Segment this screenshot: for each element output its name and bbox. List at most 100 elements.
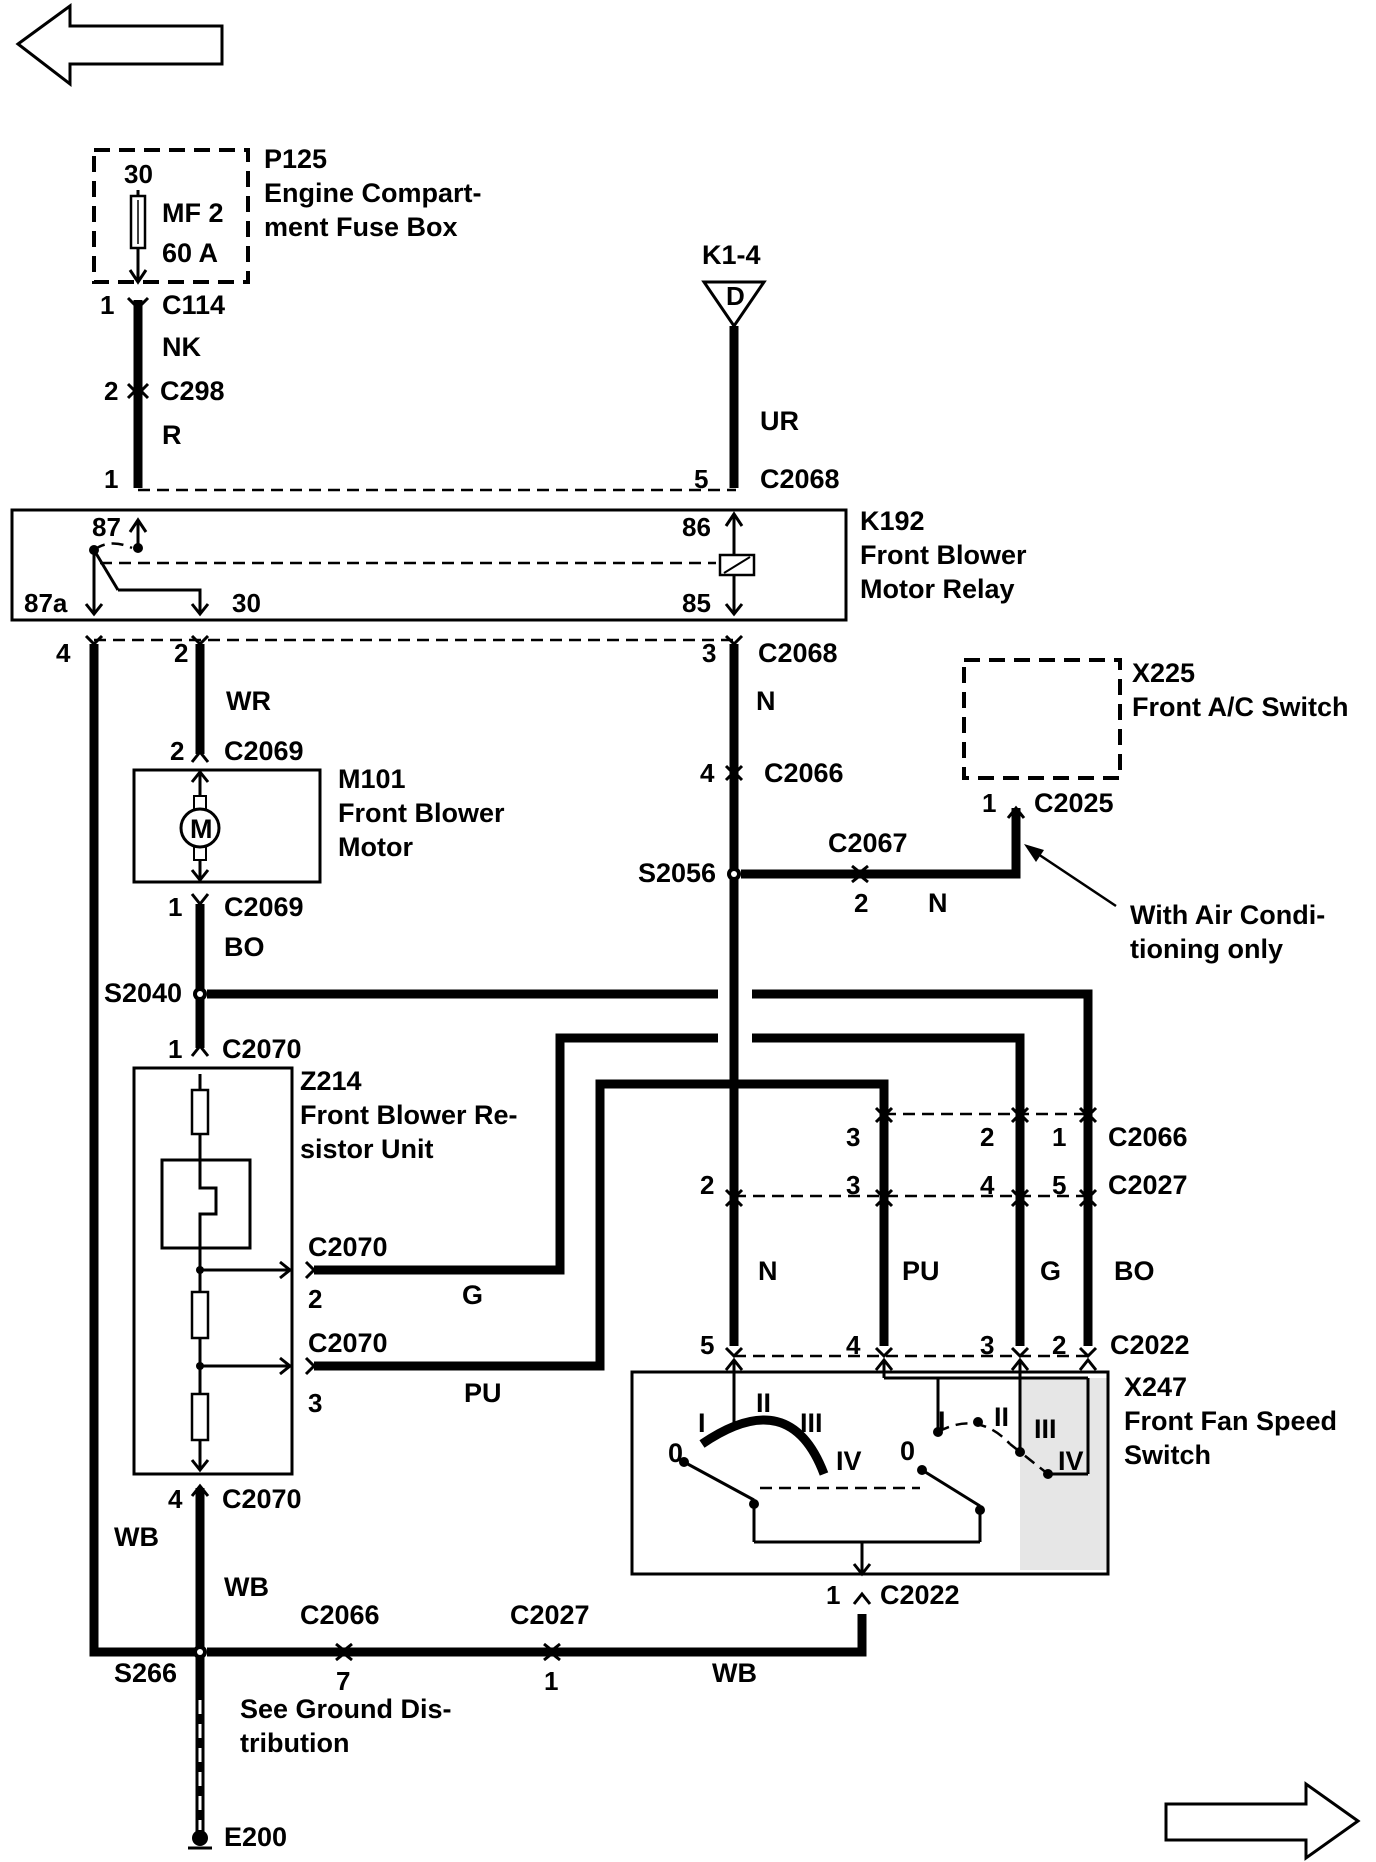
pin-c2027-5: 5 xyxy=(1052,1170,1066,1200)
pin-c2022-2: 2 xyxy=(1052,1330,1066,1360)
connector-c2068-bottom: C2068 xyxy=(758,638,838,668)
connector-c114: C114 xyxy=(162,290,225,320)
resistor-name-1: Front Blower Re- xyxy=(300,1100,518,1130)
wire-label-n-top: N xyxy=(756,686,776,716)
fan-pos-3-left: III xyxy=(800,1408,823,1438)
pin-c2068-4: 4 xyxy=(56,638,71,668)
wire-wb-center xyxy=(190,1483,210,1834)
ground-note-1: See Ground Dis- xyxy=(240,1694,452,1724)
connector-c2070-bottom: C2070 xyxy=(222,1484,302,1514)
wire-wb-bottom xyxy=(207,1591,872,1662)
connector-c2069-bottom: C2069 xyxy=(224,892,304,922)
relay-terminal-86: 86 xyxy=(682,512,711,542)
fuse-box-p125 xyxy=(92,148,250,285)
ground-note-2: tribution xyxy=(240,1728,349,1758)
wire-n-main xyxy=(724,634,744,1346)
connector-rows xyxy=(724,1106,1098,1359)
connector-c2069-top: C2069 xyxy=(224,736,304,766)
ac-note-1: With Air Condi- xyxy=(1130,900,1325,930)
resistor-name-2: sistor Unit xyxy=(300,1134,434,1164)
connector-c2025: C2025 xyxy=(1034,788,1114,818)
relay-k192 xyxy=(10,508,848,622)
connector-c2022-bottom: C2022 xyxy=(880,1580,960,1610)
fan-pos-2-left: II xyxy=(756,1388,771,1418)
fuse-box-name-2: ment Fuse Box xyxy=(264,212,458,242)
wire-label-g-vert: G xyxy=(1040,1256,1061,1286)
pin-c2022-4: 4 xyxy=(846,1330,861,1360)
wire-bo-switch xyxy=(207,989,1093,1108)
pin-c2069-2: 2 xyxy=(170,736,184,766)
splice-s266: S266 xyxy=(114,1658,177,1688)
fan-switch-x247 xyxy=(630,1357,1110,1577)
connector-c2027-bottom: C2027 xyxy=(510,1600,590,1630)
vertical-wires-switch xyxy=(879,1108,1093,1346)
wire-g-resistor xyxy=(304,1033,1025,1280)
pin-c2070-1: 1 xyxy=(168,1034,182,1064)
pin-c2027-4: 4 xyxy=(980,1170,995,1200)
fuse-rating: 60 A xyxy=(162,238,218,268)
pin-c2067-2: 2 xyxy=(854,888,868,918)
pin-c2068-3: 3 xyxy=(702,638,716,668)
motor-id: M101 xyxy=(338,764,406,794)
fan-switch-name-2: Switch xyxy=(1124,1440,1211,1470)
wire-label-r: R xyxy=(162,420,182,450)
fan-pos-3-right: III xyxy=(1034,1414,1057,1444)
fuse-name: MF 2 xyxy=(162,198,224,228)
pin-c2027-2: 2 xyxy=(700,1170,714,1200)
fan-pos-4-left: IV xyxy=(836,1446,862,1476)
connector-c2070-g: C2070 xyxy=(308,1232,388,1262)
ground-e200-id: E200 xyxy=(224,1822,287,1852)
ac-switch-id: X225 xyxy=(1132,658,1195,688)
pin-c2066-4: 4 xyxy=(700,758,715,788)
motor-symbol: M xyxy=(190,814,213,844)
wire-label-n-splice: N xyxy=(928,888,948,918)
fan-pos-2-right: II xyxy=(994,1402,1009,1432)
connector-c2022-top: C2022 xyxy=(1110,1330,1190,1360)
wire-label-n-vert: N xyxy=(758,1256,778,1286)
wire-label-nk: NK xyxy=(162,332,201,362)
fan-pos-1-left: I xyxy=(698,1408,706,1438)
pin-c2070-4: 4 xyxy=(168,1484,183,1514)
wire-nk-r xyxy=(126,296,150,488)
fuse-box-name-1: Engine Compart- xyxy=(264,178,482,208)
wire-label-g-res: G xyxy=(462,1280,483,1310)
motor-name-2: Motor xyxy=(338,832,413,862)
motor-m101 xyxy=(132,768,322,884)
wire-label-wb-left: WB xyxy=(114,1522,159,1552)
pin-c2066-1: 1 xyxy=(1052,1122,1066,1152)
connector-c2070-pu: C2070 xyxy=(308,1328,388,1358)
next-page-arrow[interactable] xyxy=(1164,1781,1361,1861)
wire-label-wb-bottom: WB xyxy=(712,1658,757,1688)
relay-name-1: Front Blower xyxy=(860,540,1027,570)
pin-c2027-3: 3 xyxy=(846,1170,860,1200)
splice-s2056: S2056 xyxy=(638,858,716,888)
wire-label-wb-center: WB xyxy=(224,1572,269,1602)
pin-relay-left-1: 1 xyxy=(104,464,118,494)
wire-pu-resistor xyxy=(304,1079,889,1376)
relay-id: K192 xyxy=(860,506,925,536)
pin-c2066-7: 7 xyxy=(336,1666,350,1696)
connector-c2066-row: C2066 xyxy=(1108,1122,1188,1152)
prev-page-arrow[interactable] xyxy=(15,3,224,88)
wire-label-bo-vert: BO xyxy=(1114,1256,1155,1286)
relay-terminal-87a: 87a xyxy=(24,588,68,618)
pin-c2068-2: 2 xyxy=(174,638,188,668)
relay-terminal-85: 85 xyxy=(682,588,711,618)
relay-name-2: Motor Relay xyxy=(860,574,1015,604)
connector-c2067: C2067 xyxy=(828,828,908,858)
fan-pos-1-right: I xyxy=(938,1406,946,1436)
ac-switch-x225 xyxy=(962,658,1122,780)
resistor-unit-z214 xyxy=(132,1066,294,1476)
wire-label-bo-top: BO xyxy=(224,932,265,962)
pin-c2066-2: 2 xyxy=(980,1122,994,1152)
wire-n-ac xyxy=(741,805,1026,884)
fan-pos-0-right: 0 xyxy=(900,1436,915,1466)
connector-c2068-top: C2068 xyxy=(760,464,840,494)
fuse-box-id: P125 xyxy=(264,144,327,174)
ac-note-pointer xyxy=(1024,844,1117,908)
wire-label-wr: WR xyxy=(226,686,271,716)
connector-c298: C298 xyxy=(160,376,225,406)
fan-switch-id: X247 xyxy=(1124,1372,1187,1402)
wire-label-ur: UR xyxy=(760,406,799,436)
